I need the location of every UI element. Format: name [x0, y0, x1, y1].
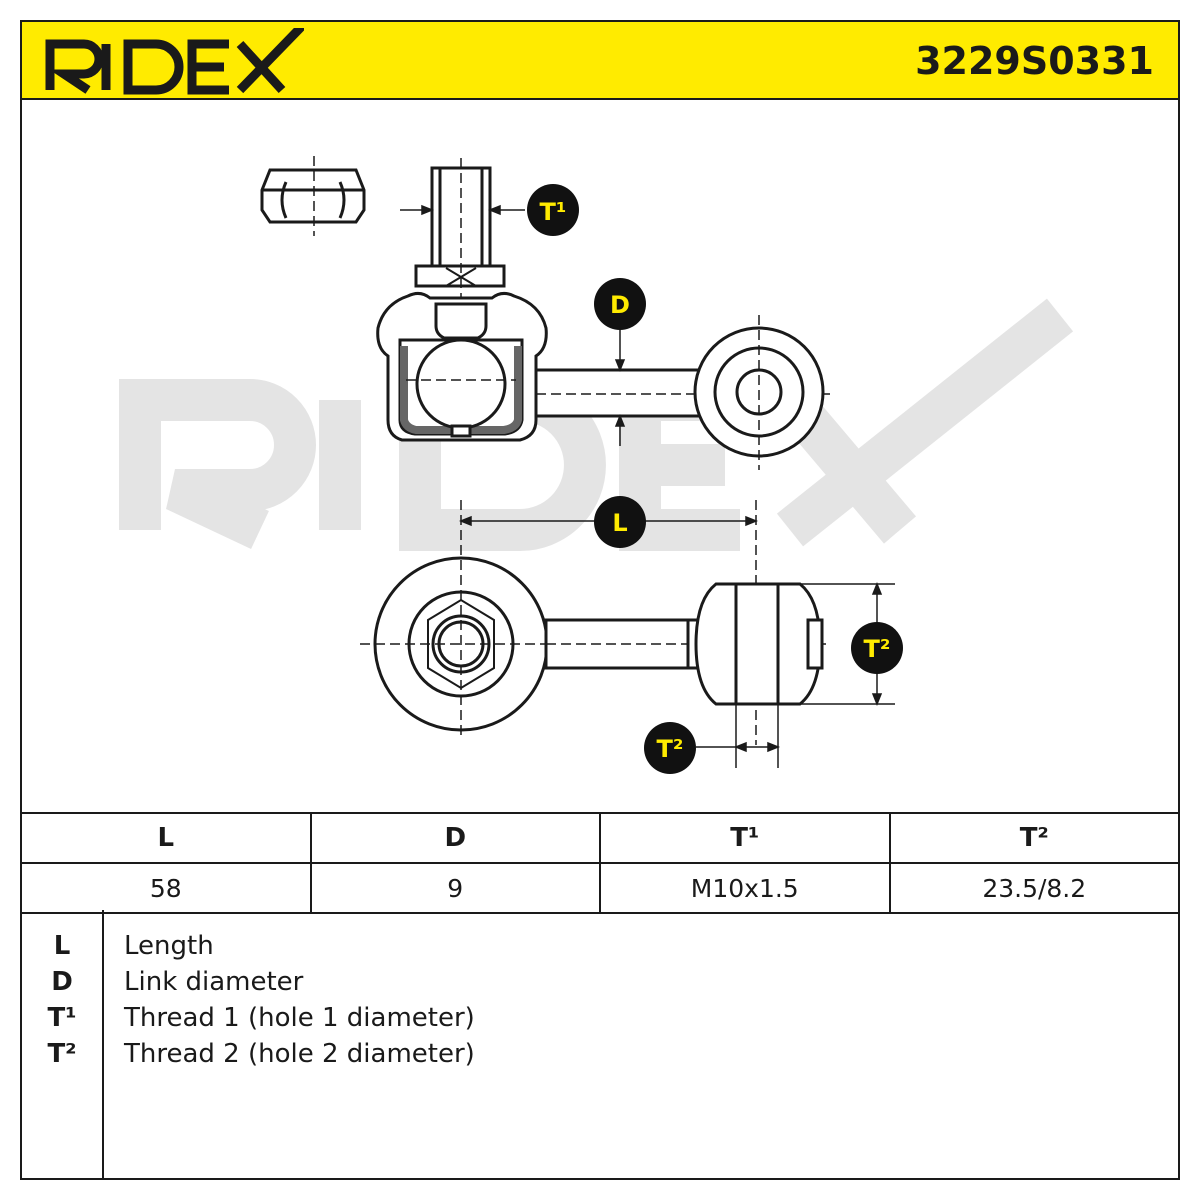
svg-text:L: L	[612, 509, 627, 537]
nut-icon	[260, 156, 366, 236]
callout-t2-side: T²	[851, 622, 903, 674]
svg-text:D: D	[610, 291, 630, 319]
t2-bottom-dimension	[696, 704, 781, 768]
callout-d: D	[594, 278, 646, 330]
callout-l: L	[594, 496, 646, 548]
spec-value-d: 9	[309, 862, 601, 914]
legend-label: Length	[124, 931, 214, 961]
ridex-watermark	[119, 298, 1074, 551]
legend-label: Link diameter	[124, 967, 304, 997]
header-bar: 3229S0331	[20, 20, 1180, 100]
bushing-eye-top	[693, 315, 825, 470]
d-dimension	[614, 330, 626, 446]
spec-value-t1: M10x1.5	[599, 862, 891, 914]
bottom-eye	[360, 556, 560, 740]
spec-header-l: L	[20, 812, 312, 864]
t1-dimension	[400, 204, 525, 216]
legend-divider	[102, 910, 104, 1178]
ridex-logo	[45, 28, 304, 95]
svg-text:T²: T²	[864, 635, 891, 663]
spec-value-row: 58 9 M10x1.5 23.5/8.2	[20, 862, 1180, 914]
link-rod-top	[534, 368, 830, 418]
spec-header-t1: T¹	[599, 812, 891, 864]
svg-text:T¹: T¹	[540, 198, 567, 226]
spec-table: L D T¹ T² 58 9 M10x1.5 23.5/8.2	[20, 812, 1180, 914]
legend-item: T¹ Thread 1 (hole 1 diameter)	[22, 1000, 1178, 1036]
threaded-stud	[414, 158, 506, 440]
legend-key: T¹	[47, 1003, 77, 1033]
legend-item: D Link diameter	[22, 964, 1178, 1000]
legend-item: T² Thread 2 (hole 2 diameter)	[22, 1036, 1178, 1072]
spec-value-t2: 23.5/8.2	[888, 862, 1180, 914]
legend-item: L Length	[22, 928, 1178, 964]
legend-label: Thread 2 (hole 2 diameter)	[124, 1039, 475, 1069]
spec-header-d: D	[309, 812, 601, 864]
bottom-bushing	[686, 582, 824, 706]
ball-joint-housing	[376, 291, 548, 442]
technical-drawing: T¹ D L T² T²	[119, 156, 1074, 774]
legend-key: T²	[47, 1039, 77, 1069]
legend-key: D	[51, 967, 73, 997]
spec-header-t2: T²	[888, 812, 1180, 864]
legend-label: Thread 1 (hole 1 diameter)	[124, 1003, 475, 1033]
link-rod-bottom	[544, 618, 830, 670]
legend: L Length D Link diameter T¹ Thread 1 (ho…	[20, 910, 1180, 1180]
svg-text:T²: T²	[657, 735, 684, 763]
callout-t2-bottom: T²	[644, 722, 696, 774]
callout-t1: T¹	[527, 184, 579, 236]
part-number: 3229S0331	[915, 39, 1154, 83]
spec-header-row: L D T¹ T²	[20, 812, 1180, 864]
legend-key: L	[53, 931, 71, 961]
spec-value-l: 58	[20, 862, 312, 914]
